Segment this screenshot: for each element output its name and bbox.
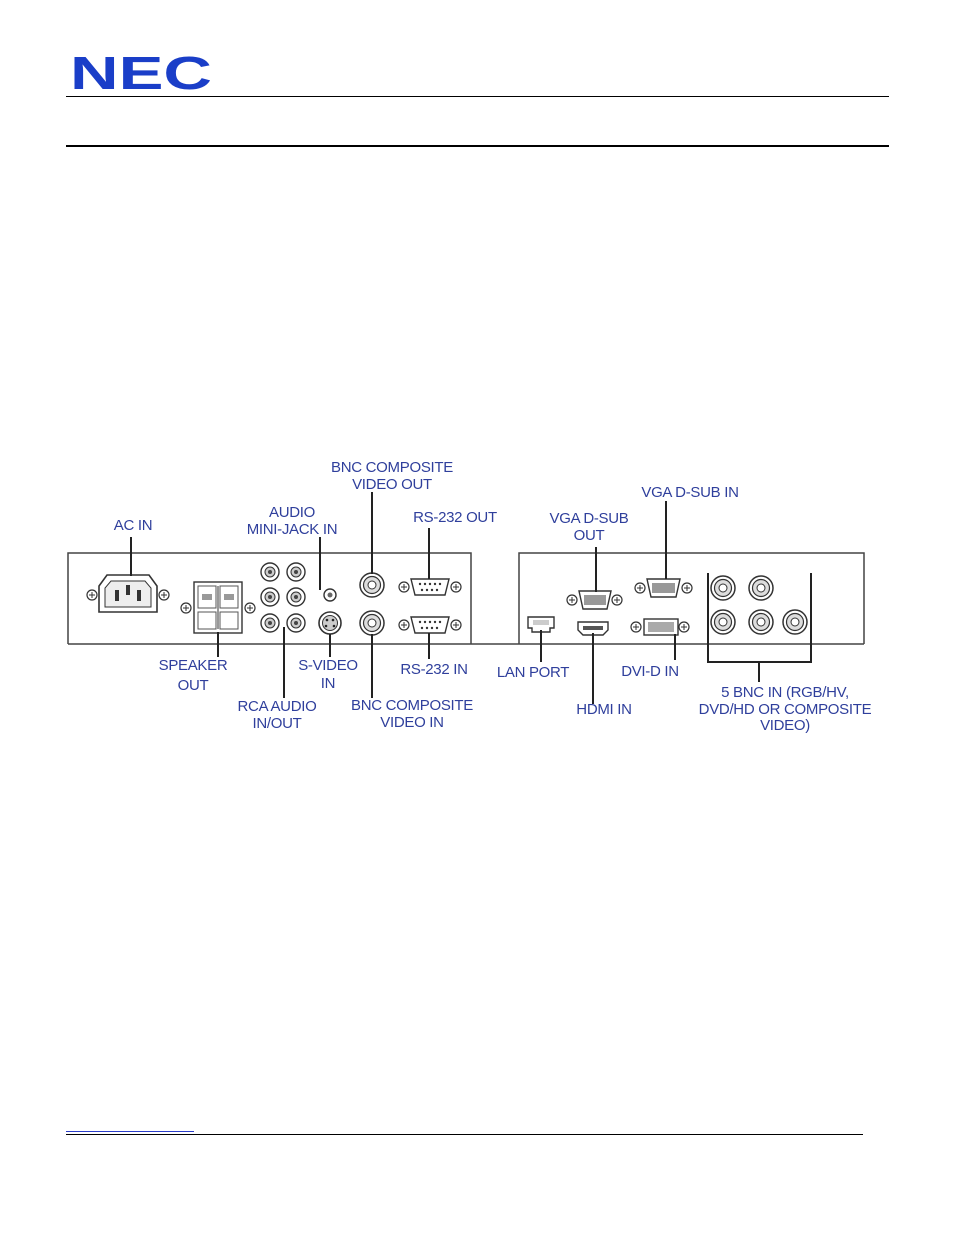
label-vga-dsub-in-line-1: VGA D-SUB IN — [641, 484, 738, 501]
audio-mini-jack — [324, 589, 336, 601]
label-vga-dsub-in: VGA D-SUB IN — [641, 484, 738, 501]
s-video-connector — [319, 612, 341, 634]
label-hdmi-in-line-1: HDMI IN — [576, 701, 631, 718]
label-speaker-out: SPEAKER OUT — [159, 657, 228, 694]
label-five-bnc-in-line-2: DVD/HD OR COMPOSITE — [699, 701, 872, 718]
header-rule-bottom — [66, 145, 889, 147]
header-rule-top — [66, 96, 889, 97]
label-five-bnc-in: 5 BNC IN (RGB/HV, DVD/HD OR COMPOSITE VI… — [699, 684, 872, 734]
label-bnc-composite-video-out-line-1: BNC COMPOSITE — [331, 459, 453, 476]
label-five-bnc-in-line-1: 5 BNC IN (RGB/HV, — [721, 684, 849, 701]
nec-logo-text: NEC — [70, 52, 212, 92]
label-lan-port-line-1: LAN PORT — [497, 664, 569, 681]
label-speaker-out-line-2: OUT — [178, 677, 209, 694]
label-bnc-composite-video-in-line-1: BNC COMPOSITE — [351, 697, 473, 714]
lan-port-connector — [528, 617, 554, 632]
label-dvi-d-in: DVI-D IN — [621, 663, 679, 680]
rear-panel-diagram: AC IN AUDIO MINI-JACK IN BNC COMPOSITE V… — [0, 440, 954, 750]
label-dvi-d-in-line-1: DVI-D IN — [621, 663, 679, 680]
footer-rule — [66, 1134, 863, 1135]
label-s-video-in-line-1: S-VIDEO — [298, 657, 358, 674]
label-bnc-composite-video-in: BNC COMPOSITE VIDEO IN — [351, 697, 473, 731]
label-rs232-in: RS-232 IN — [400, 661, 467, 678]
label-vga-dsub-out-line-2: OUT — [574, 527, 605, 544]
label-hdmi-in: HDMI IN — [576, 701, 631, 718]
label-bnc-composite-video-out: BNC COMPOSITE VIDEO OUT — [331, 459, 453, 493]
label-s-video-in: S-VIDEO IN — [298, 657, 358, 692]
label-vga-dsub-out: VGA D-SUB OUT — [550, 510, 629, 544]
label-ac-in-line-1: AC IN — [114, 517, 153, 534]
label-rca-audio-in-out: RCA AUDIO IN/OUT — [238, 698, 317, 732]
label-bnc-composite-video-out-line-2: VIDEO OUT — [352, 476, 432, 493]
label-rca-audio-in-out-line-1: RCA AUDIO — [238, 698, 317, 715]
label-vga-dsub-out-line-1: VGA D-SUB — [550, 510, 629, 527]
label-rs232-in-line-1: RS-232 IN — [400, 661, 467, 678]
label-rs232-out-line-1: RS-232 OUT — [413, 509, 497, 526]
label-lan-port: LAN PORT — [497, 664, 569, 681]
label-five-bnc-in-line-3: VIDEO) — [760, 717, 810, 734]
label-audio-mini-jack-in-line-1: AUDIO — [269, 504, 315, 521]
label-bnc-composite-video-in-line-2: VIDEO IN — [380, 714, 443, 731]
label-ac-in: AC IN — [114, 517, 153, 534]
nec-logo: NEC — [70, 52, 212, 92]
label-rca-audio-in-out-line-2: IN/OUT — [252, 715, 301, 732]
footer-link-underline[interactable] — [66, 1131, 194, 1132]
label-audio-mini-jack-in-line-2: MINI-JACK IN — [247, 521, 338, 538]
label-s-video-in-line-2: IN — [321, 675, 335, 692]
label-rs232-out: RS-232 OUT — [413, 509, 497, 526]
label-speaker-out-line-1: SPEAKER — [159, 657, 228, 674]
label-audio-mini-jack-in: AUDIO MINI-JACK IN — [247, 504, 338, 538]
